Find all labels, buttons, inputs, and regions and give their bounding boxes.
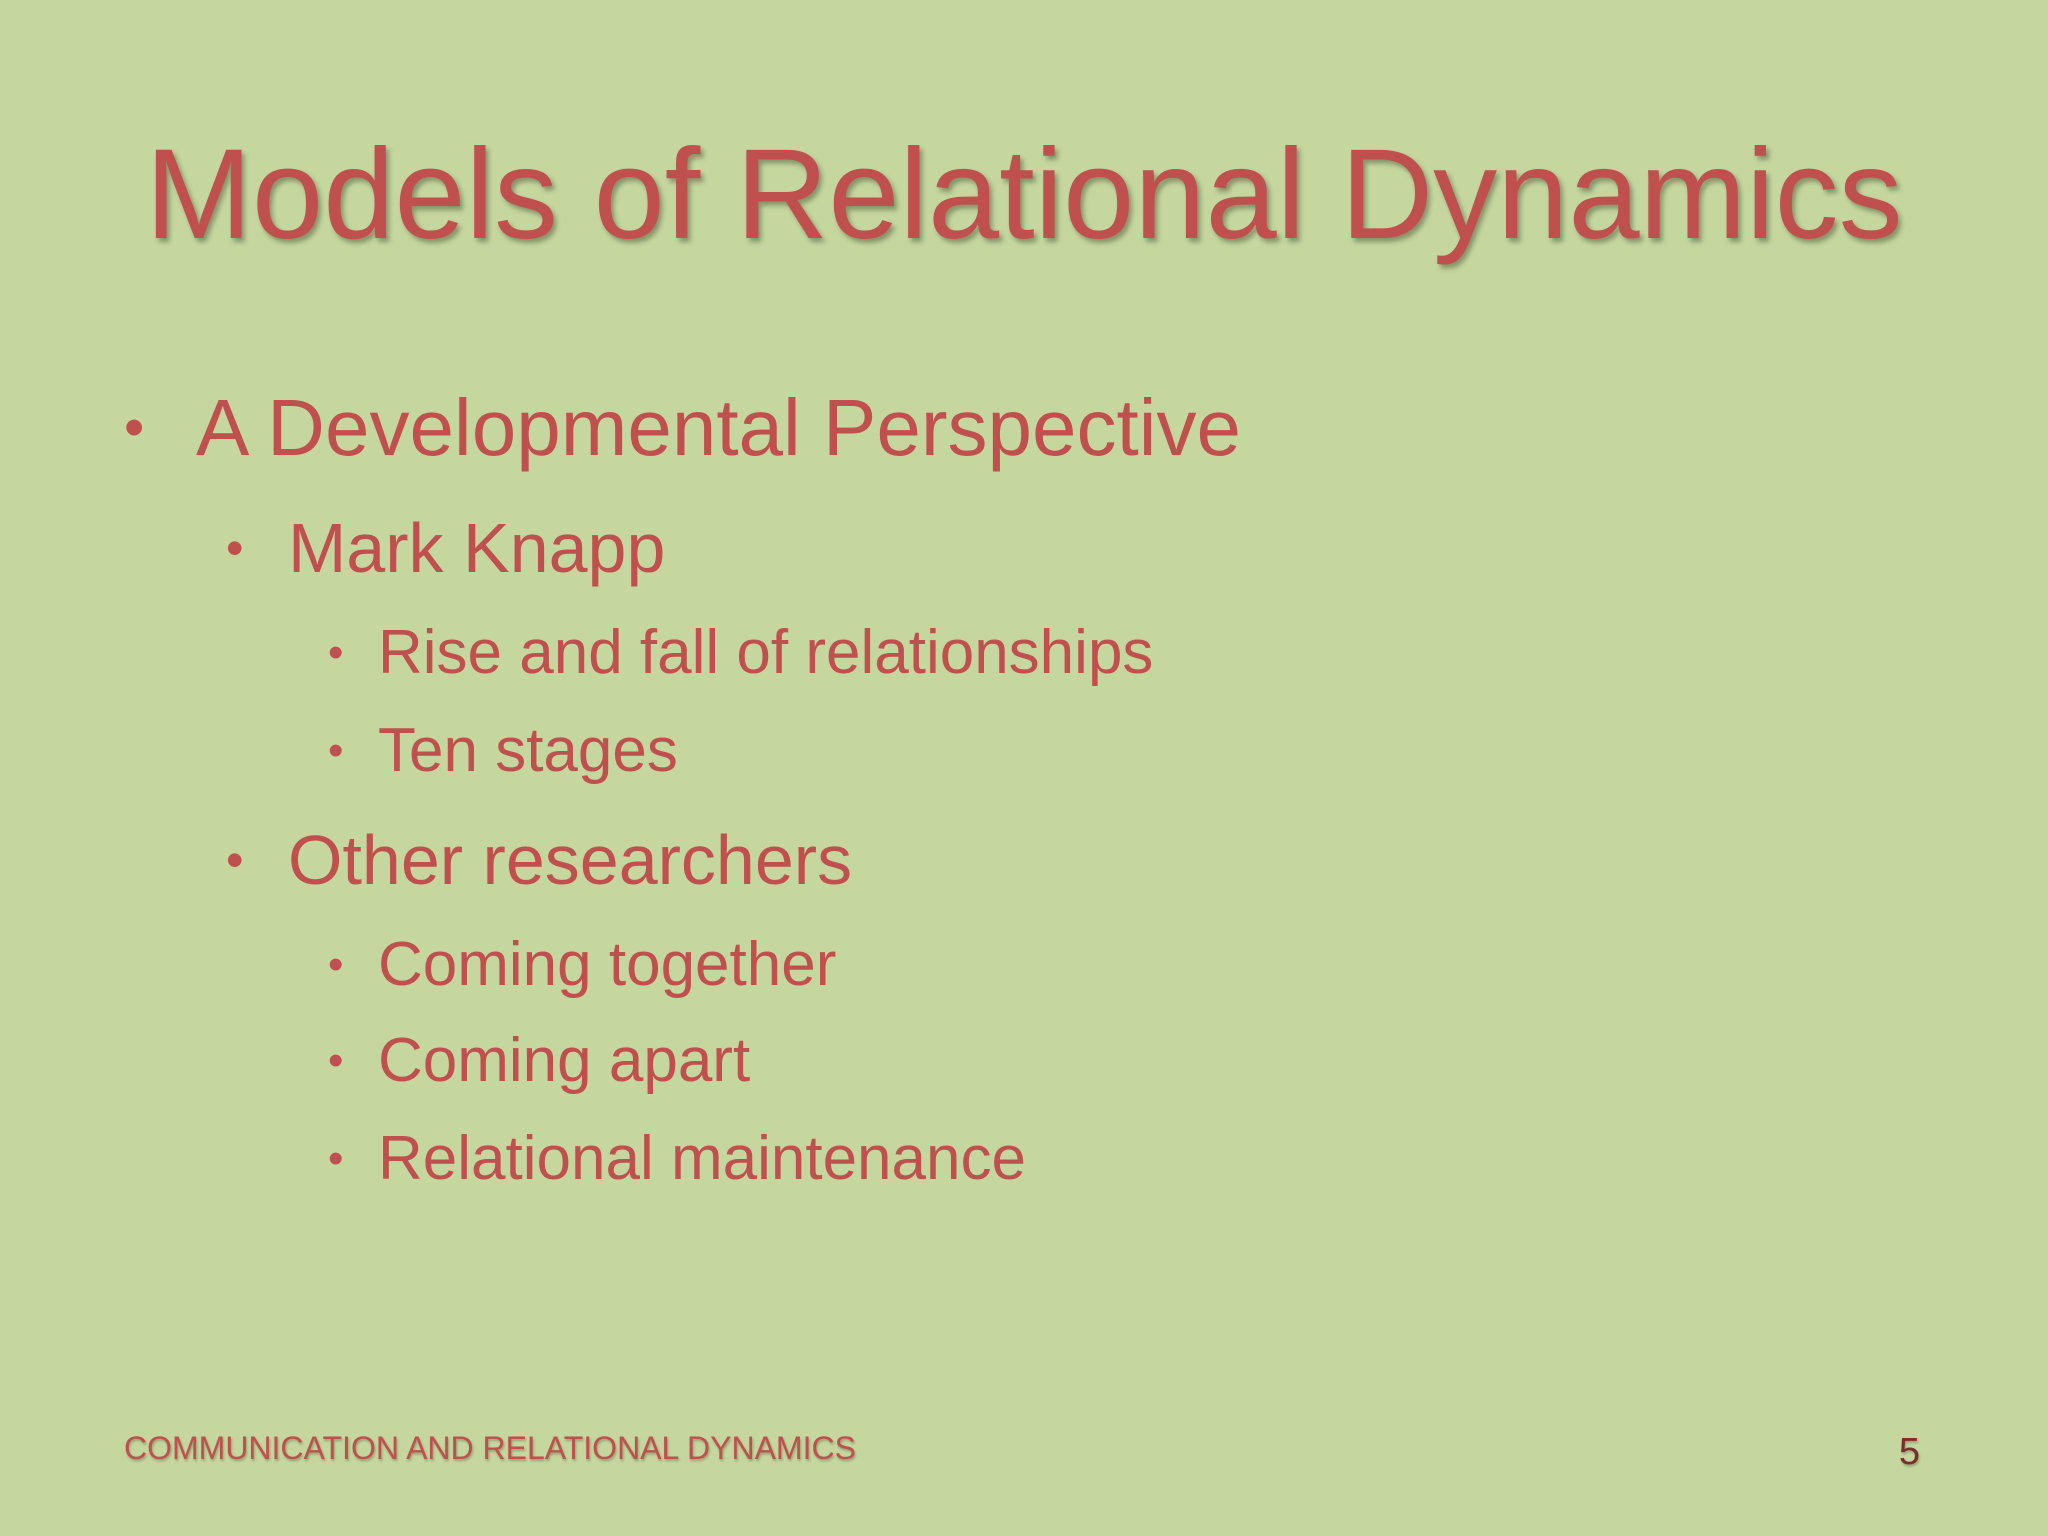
bullet-text: Other researchers bbox=[288, 821, 853, 899]
bullet-text: A Developmental Perspective bbox=[196, 383, 1241, 472]
slide-footer: COMMUNICATION AND RELATIONAL DYNAMICS bbox=[124, 1430, 856, 1466]
bullet-text: Coming apart bbox=[378, 1026, 751, 1095]
bullet-icon: • bbox=[328, 628, 344, 677]
bullet-text: Rise and fall of relationships bbox=[378, 618, 1154, 687]
bullet-text: Ten stages bbox=[378, 716, 678, 785]
slide-title: Models of Relational Dynamics bbox=[145, 123, 1903, 266]
bullet-icon: • bbox=[124, 395, 145, 460]
bullet-icon: • bbox=[328, 1036, 344, 1085]
bullet-icon: • bbox=[226, 520, 244, 576]
bullet-icon: • bbox=[328, 726, 344, 775]
bullet-text: Mark Knapp bbox=[288, 509, 666, 587]
page-number: 5 bbox=[1898, 1431, 1920, 1473]
bullet-text: Relational maintenance bbox=[378, 1124, 1026, 1193]
bullet-icon: • bbox=[328, 1134, 344, 1183]
bullet-icon: • bbox=[328, 940, 344, 989]
bullet-text: Coming together bbox=[378, 930, 837, 999]
bullet-icon: • bbox=[226, 832, 244, 888]
